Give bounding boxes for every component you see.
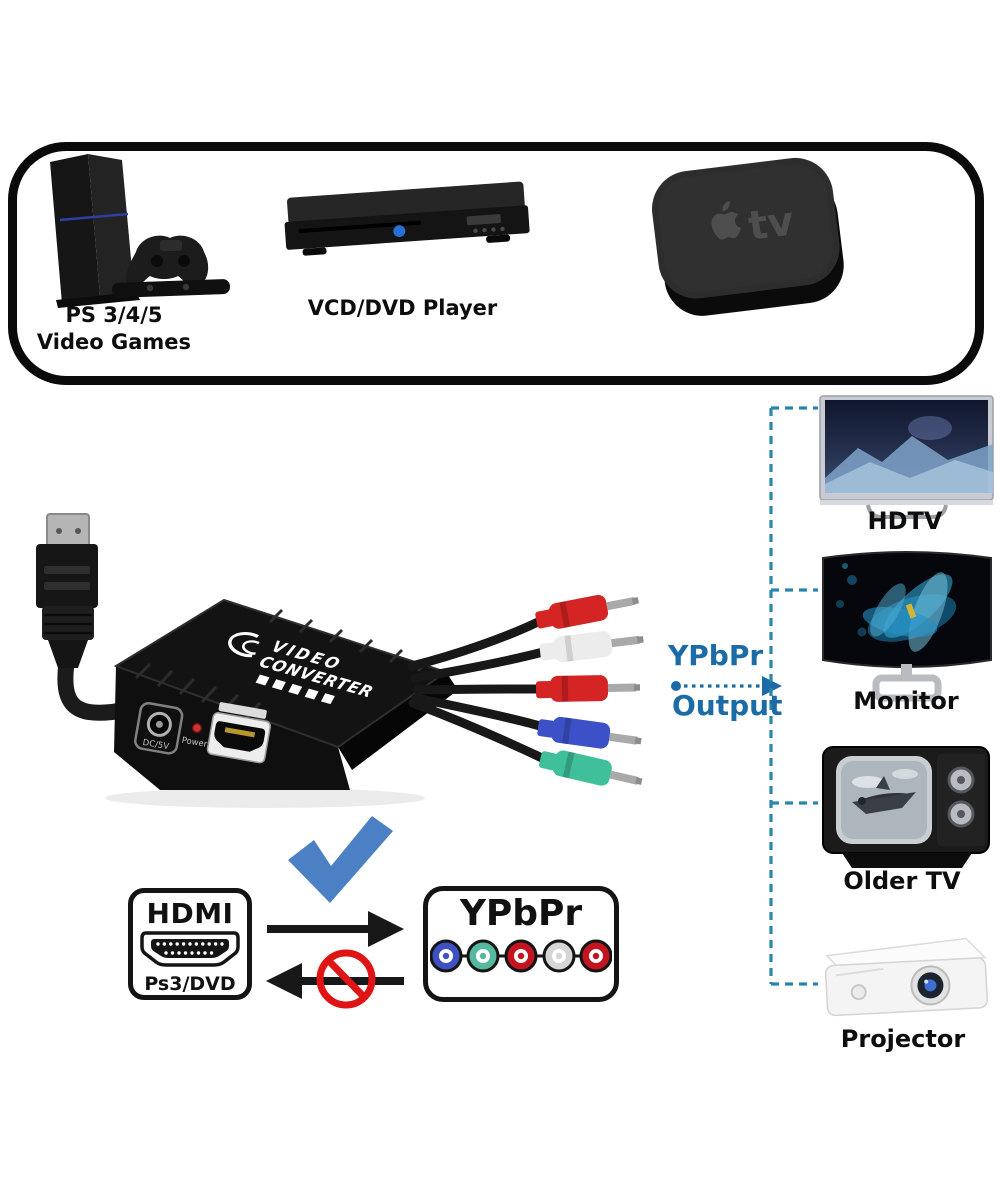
hdmi-source-box: HDMI Ps3/DVD	[128, 888, 252, 1000]
hdmi-box-title: HDMI	[146, 897, 234, 930]
prohibited-icon	[316, 949, 376, 1009]
dc-power-jack: DC/5V	[134, 702, 184, 755]
video-converter-icon: VIDEO CONVERTER DC/5V Power	[105, 598, 458, 808]
power-led-label: Power	[181, 736, 209, 750]
output-arrow	[671, 676, 782, 696]
projector-icon	[824, 937, 989, 1017]
playstation-label-line1: PS 3/4/5	[65, 303, 163, 327]
rca-jacks-icon	[429, 939, 613, 973]
apple-tv-logo-text: tv	[746, 199, 796, 250]
apple-tv-icon: tv	[652, 157, 844, 316]
ypbpr-box-title: YPbPr	[459, 893, 583, 934]
ypbpr-target-box: YPbPr	[423, 886, 619, 1002]
hdmi-cable-icon	[36, 513, 176, 721]
dvd-player-icon	[284, 181, 530, 256]
rca-plug-red-pr	[535, 675, 641, 702]
hdtv-icon	[819, 395, 994, 519]
projector-label: Projector	[840, 1025, 966, 1053]
playstation-label-line2: Video Games	[36, 330, 192, 354]
dashed-connection-lines	[769, 406, 818, 986]
rca-plug-green-y	[538, 750, 643, 786]
hdmi-box-subtitle: Ps3/DVD	[144, 973, 236, 995]
checkmark-icon	[288, 816, 393, 903]
hdmi-connector-icon	[140, 931, 240, 967]
hdmi-input-port	[206, 702, 272, 764]
monitor-icon	[822, 551, 992, 702]
monitor-label: Monitor	[853, 687, 959, 715]
rca-plug-blue-pb	[537, 716, 642, 749]
dc-jack-label: DC/5V	[142, 738, 170, 752]
component-cables-icon	[407, 616, 548, 763]
hdtv-label: HDTV	[867, 507, 943, 535]
playstation-icon	[50, 154, 230, 308]
power-led: Power	[181, 722, 209, 750]
forward-arrow-icon	[267, 911, 404, 947]
output-callout-line2: Output	[672, 689, 783, 722]
apple-tv-logo: tv	[711, 199, 796, 250]
rca-plug-white-audio	[539, 631, 644, 663]
older-tv-label: Older TV	[843, 867, 961, 895]
output-callout-line1: YPbPr	[668, 639, 764, 672]
older-tv-icon	[822, 746, 990, 868]
rca-plug-pr-audio	[535, 594, 639, 629]
dvd-player-label: VCD/DVD Player	[307, 296, 498, 320]
